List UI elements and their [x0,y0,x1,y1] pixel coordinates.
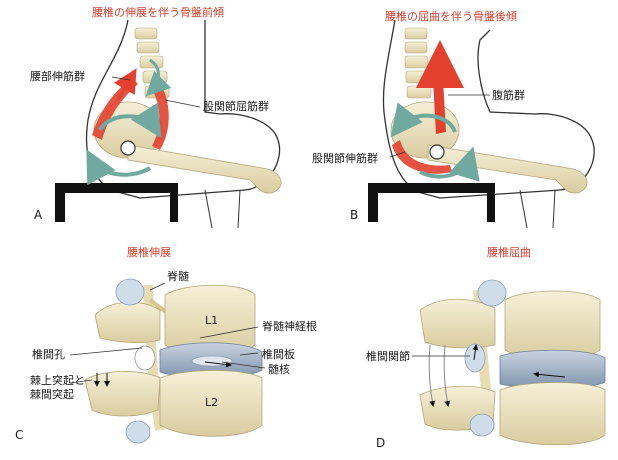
nucleus-pulposus-c [191,355,233,367]
posterior-elements-c [94,301,161,344]
label-facet-joint: 椎間関節 [366,350,410,363]
hip-extensor-muscle-b [392,140,452,174]
vertebral-body-upper-d [504,290,601,360]
rotation-arrow-b [390,102,457,138]
rotation-arrow-a [98,102,162,139]
vertebral-body-lower-d [499,382,606,446]
panel-b-title: 腰椎の屈曲を伴う骨盤後傾 [385,10,517,23]
panel-b-letter: B [350,208,359,222]
panel-d-letter: D [376,436,386,450]
label-spinal-cord: 脊髄 [167,270,189,283]
panel-c-letter: C [15,428,24,442]
label-spinous-process-1: 棘上突起と [30,374,85,387]
panel-c-title: 腰椎伸展 [127,246,171,259]
label-hip-flexors: 股関節屈筋群 [203,100,269,113]
lumbar-spine-b [404,27,432,99]
hip-joint-a [120,140,136,156]
femur-a [127,144,282,194]
label-nucleus-pulposus: 髄核 [268,363,290,376]
body-outline-a [85,19,281,199]
panel-c-illustration [69,278,266,444]
panel-a-illustration [55,19,282,229]
label-intervertebral-foramen: 椎間孔 [32,348,65,361]
panel-a-letter: A [34,208,43,222]
label-lumbar-extensors: 腰部伸筋群 [30,70,85,83]
label-l2: L2 [205,396,219,409]
panel-b-illustration [368,19,595,229]
label-abdominals: 腹筋群 [492,89,525,102]
posterior-elements-d [419,298,496,349]
panel-d-title: 腰椎屈曲 [487,246,531,259]
label-l1: L1 [205,314,219,327]
panel-d-illustration [412,279,606,446]
vertebral-body-l2 [159,370,263,437]
seat-b [368,183,495,222]
hip-joint-b [429,144,445,160]
label-intervertebral-disc: 椎間板 [262,348,295,361]
label-spinous-process-2: 棘間突起 [30,388,74,401]
seat-a [55,183,178,222]
label-hip-extensors: 股関節伸筋群 [312,152,378,165]
label-spinal-nerve-root: 脊髄神経根 [262,320,317,333]
panel-a-title: 腰椎の伸展を伴う骨盤前傾 [92,6,224,19]
